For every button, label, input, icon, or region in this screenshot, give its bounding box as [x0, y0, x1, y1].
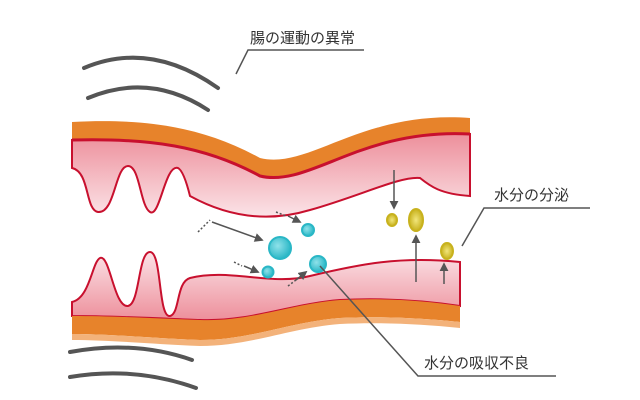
lower-intestinal-wall	[71, 250, 461, 346]
leader-lines	[235, 49, 590, 377]
absorb-arrow-icon	[197, 211, 308, 287]
motility-label: 腸の運動の異常	[250, 29, 356, 47]
upper-intestinal-wall	[71, 117, 471, 218]
water-droplet-icon	[261, 223, 327, 279]
secretion-droplet-icon	[386, 208, 454, 260]
absorption-label: 水分の吸収不良	[424, 354, 530, 372]
secrete-arrow-icon	[389, 170, 449, 284]
secretion-label: 水分の分泌	[494, 186, 570, 204]
motion-lines-icon	[68, 55, 220, 390]
